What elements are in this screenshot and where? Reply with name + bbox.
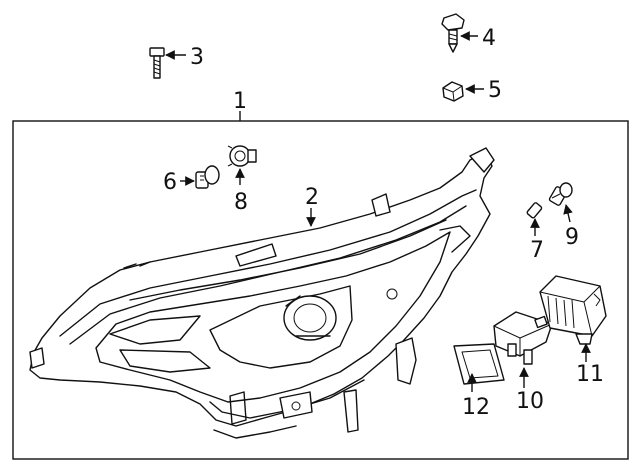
bulb-icon bbox=[195, 165, 220, 189]
socket-icon bbox=[227, 145, 257, 167]
bulb-icon bbox=[526, 202, 543, 219]
bolt-icon bbox=[441, 13, 465, 53]
callout-8: 8 bbox=[234, 190, 248, 215]
bulb-socket-icon bbox=[548, 182, 573, 206]
callout-9: 9 bbox=[565, 225, 579, 250]
callout-4: 4 bbox=[482, 26, 496, 51]
bolt-icon bbox=[149, 47, 165, 79]
callout-6: 6 bbox=[163, 170, 177, 195]
callout-2: 2 bbox=[305, 185, 319, 210]
nut-icon bbox=[442, 81, 464, 102]
callout-10: 10 bbox=[516, 389, 544, 414]
callout-5: 5 bbox=[488, 78, 502, 103]
gasket-icon bbox=[453, 343, 505, 385]
callout-11: 11 bbox=[576, 362, 604, 387]
callout-12: 12 bbox=[462, 395, 490, 420]
callout-7: 7 bbox=[530, 238, 544, 263]
callout-9-arrow bbox=[563, 204, 573, 223]
control-module-icon bbox=[493, 311, 553, 365]
callout-1: 1 bbox=[233, 89, 247, 114]
assembly-frame bbox=[12, 120, 629, 460]
headlamp-assembly-icon bbox=[29, 147, 495, 439]
ballast-module-icon bbox=[539, 275, 607, 345]
callout-3: 3 bbox=[190, 45, 204, 70]
